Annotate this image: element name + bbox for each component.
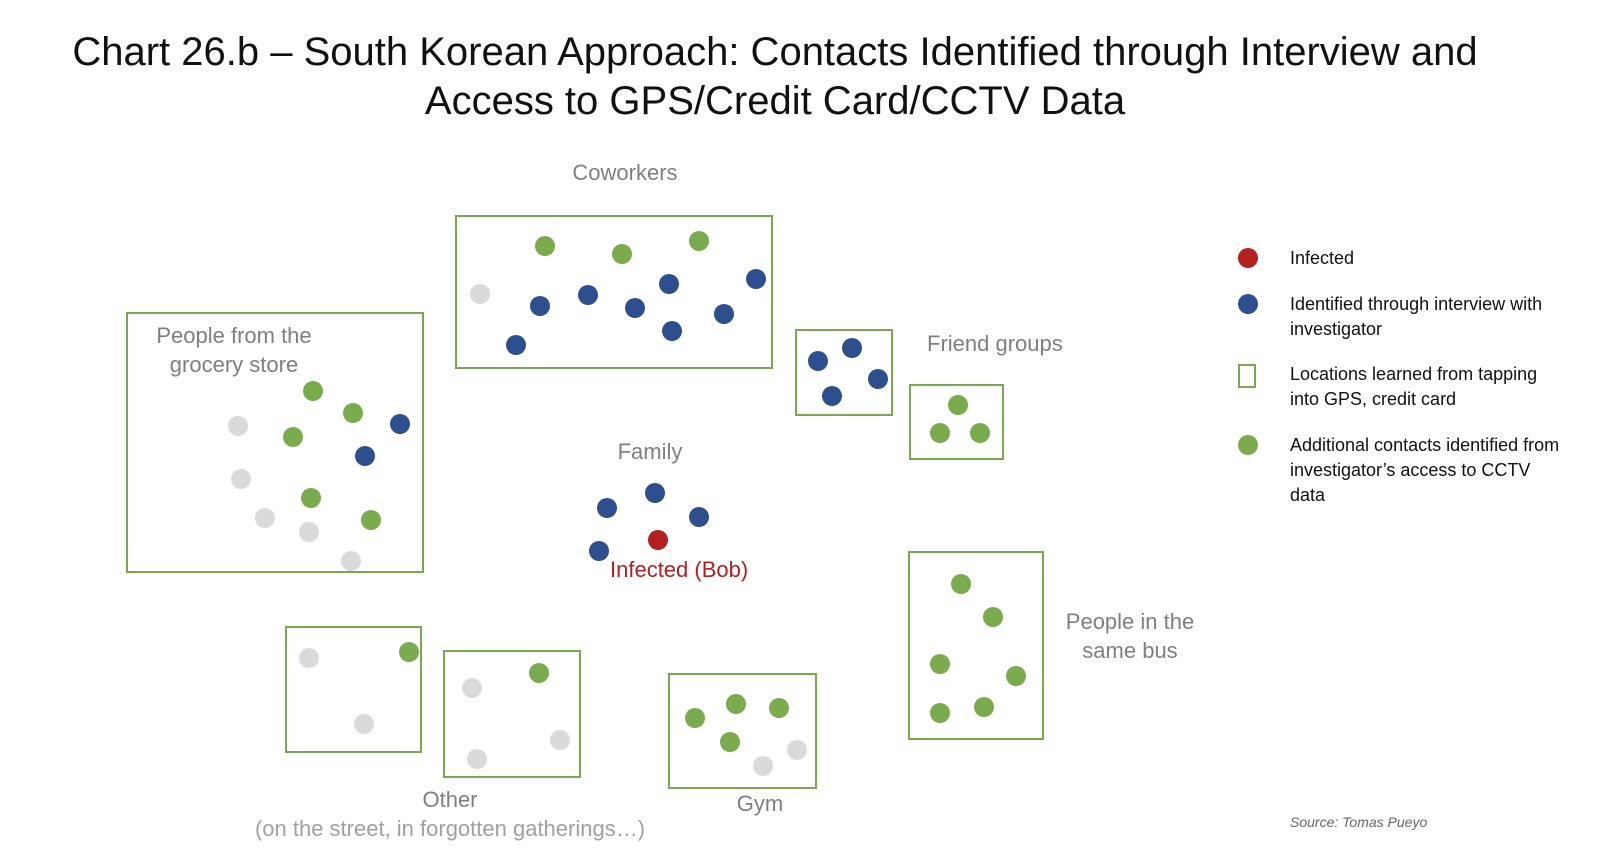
grocery-contact-dot-8 <box>301 488 321 508</box>
family-contact-dot-1 <box>645 483 665 503</box>
bus-contact-dot-6 <box>930 703 950 723</box>
gym-label: Gym <box>736 791 784 816</box>
other2-contact-dot-4 <box>467 749 487 769</box>
infected-bob-label: Infected (Bob) <box>610 557 749 582</box>
friend-group-box-1 <box>795 329 893 416</box>
coworkers-box <box>455 215 773 369</box>
other-box-1 <box>285 626 422 753</box>
friends1-contact-dot-2 <box>842 338 862 358</box>
grocery-contact-dot-10 <box>361 510 381 530</box>
friends1-contact-dot-3 <box>868 369 888 389</box>
coworkers-contact-dot-12 <box>506 335 526 355</box>
friend-groups-label: Friend groups <box>927 331 1063 356</box>
coworkers-contact-dot-11 <box>662 321 682 341</box>
bus-contact-dot-2 <box>983 607 1003 627</box>
other2-contact-dot-2 <box>462 678 482 698</box>
friends2-contact-dot-2 <box>930 423 950 443</box>
legend-interview-text: Identified through interview with invest… <box>1290 294 1543 339</box>
gym-contact-dot-4 <box>720 732 740 752</box>
other-box-2 <box>443 650 581 778</box>
grocery-contact-dot-3 <box>390 414 410 434</box>
bus-box <box>908 551 1044 740</box>
gym-contact-dot-1 <box>726 694 746 714</box>
bus-label-line-1: People in the <box>1065 609 1195 634</box>
coworkers-contact-dot-9 <box>746 269 766 289</box>
grocery-contact-dot-9 <box>255 508 275 528</box>
grocery-contact-dot-2 <box>343 403 363 423</box>
coworkers-contact-dot-4 <box>470 284 490 304</box>
coworkers-contact-dot-7 <box>625 298 645 318</box>
family-contact-dot-2 <box>597 498 617 518</box>
other-label-line-1: Other <box>422 787 478 812</box>
grocery-contact-dot-1 <box>303 381 323 401</box>
other1-contact-dot-1 <box>299 648 319 668</box>
grocery-store-label-line-1: People from the <box>156 323 312 348</box>
gym-contact-dot-2 <box>769 698 789 718</box>
bus-contact-dot-3 <box>930 654 950 674</box>
other2-contact-dot-3 <box>550 730 570 750</box>
legend-infected-dot <box>1238 248 1258 268</box>
legend-cctv-text: Additional contacts identified from inve… <box>1290 435 1560 505</box>
coworkers-contact-dot-3 <box>689 231 709 251</box>
friends1-contact-dot-1 <box>808 351 828 371</box>
grocery-contact-dot-11 <box>299 522 319 542</box>
family-contact-dot-5 <box>589 541 609 561</box>
friends2-contact-dot-3 <box>970 423 990 443</box>
chart-title-line-1: Chart 26.b – South Korean Approach: Cont… <box>72 30 1478 74</box>
friend-group-box-2 <box>909 384 1004 460</box>
grocery-contact-dot-4 <box>228 416 248 436</box>
coworkers-contact-dot-1 <box>535 236 555 256</box>
other2-contact-dot-1 <box>529 663 549 683</box>
grocery-contact-dot-12 <box>341 551 361 571</box>
family-contact-dot-4 <box>648 530 668 550</box>
chart-title-line-2: Access to GPS/Credit Card/CCTV Data <box>424 79 1126 123</box>
grocery-store-label: People from the grocery store <box>144 321 324 379</box>
other1-contact-dot-3 <box>354 714 374 734</box>
family-label: Family <box>617 439 683 464</box>
bus-label-line-2: same bus <box>1082 638 1178 663</box>
source-note: Source: Tomas Pueyo <box>1290 814 1428 830</box>
coworkers-contact-dot-6 <box>578 285 598 305</box>
other-label: Other (on the street, in forgotten gathe… <box>230 785 670 843</box>
other1-contact-dot-2 <box>399 642 419 662</box>
gym-contact-dot-3 <box>685 708 705 728</box>
grocery-store-label-line-2: grocery store <box>169 352 299 377</box>
grocery-store-box <box>126 312 424 573</box>
grocery-contact-dot-5 <box>283 427 303 447</box>
legend-interview-dot <box>1238 294 1258 314</box>
coworkers-contact-dot-2 <box>612 244 632 264</box>
friends2-contact-dot-1 <box>948 395 968 415</box>
gym-box <box>668 673 817 789</box>
coworkers-label: Coworkers <box>572 160 678 185</box>
bus-label: People in the same bus <box>1050 607 1210 665</box>
legend-cctv-dot <box>1238 435 1258 455</box>
bus-contact-dot-1 <box>951 574 971 594</box>
gym-contact-dot-6 <box>753 756 773 776</box>
coworkers-contact-dot-8 <box>659 274 679 294</box>
friends1-contact-dot-4 <box>822 386 842 406</box>
legend-location-box-icon <box>1238 364 1256 388</box>
legend-infected-text: Infected <box>1290 248 1355 268</box>
coworkers-contact-dot-5 <box>530 296 550 316</box>
coworkers-contact-dot-10 <box>714 304 734 324</box>
grocery-contact-dot-7 <box>231 469 251 489</box>
family-contact-dot-3 <box>689 507 709 527</box>
bus-contact-dot-5 <box>974 697 994 717</box>
grocery-contact-dot-6 <box>355 446 375 466</box>
chart-title: Chart 26.b – South Korean Approach: Cont… <box>0 28 1550 126</box>
other-label-line-2: (on the street, in forgotten gatherings…… <box>254 816 646 841</box>
gym-contact-dot-5 <box>787 740 807 760</box>
bus-contact-dot-4 <box>1006 666 1026 686</box>
legend-locations-text: Locations learned from tapping into GPS,… <box>1290 364 1538 409</box>
